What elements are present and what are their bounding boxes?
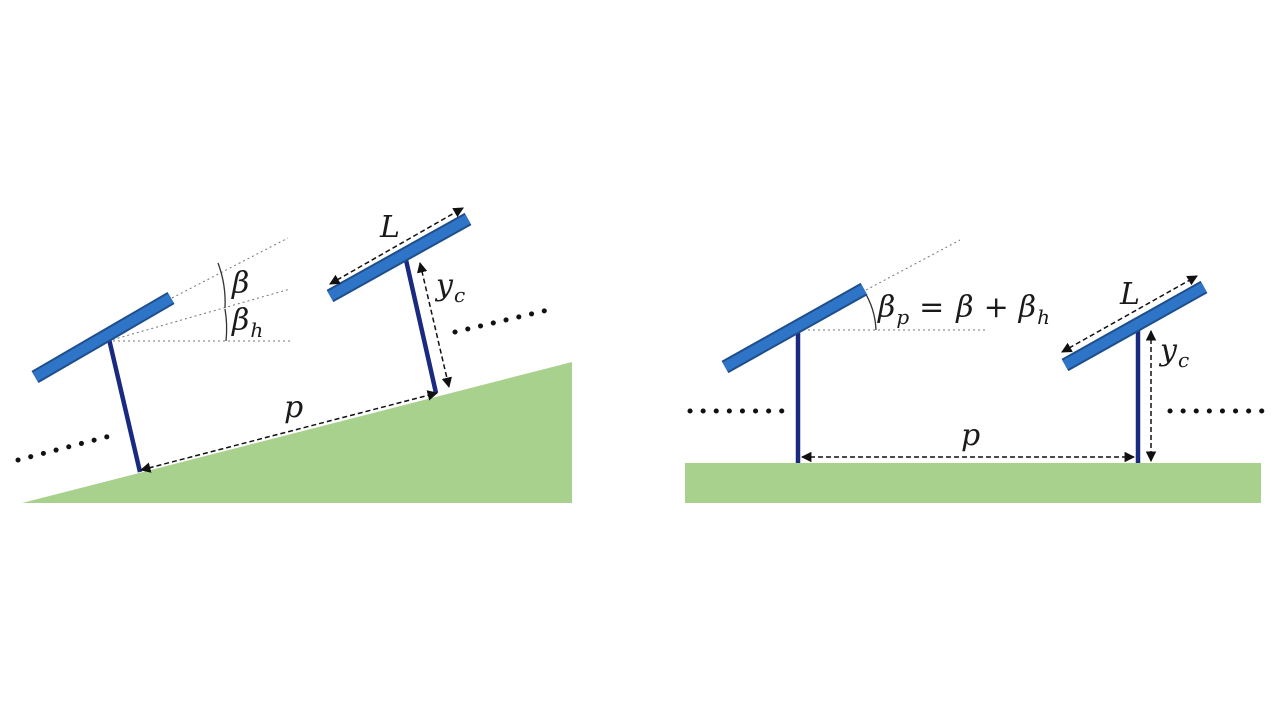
right-pitch-label: p bbox=[961, 418, 980, 453]
beta-angle-arc bbox=[217, 262, 226, 309]
left-panel-2-post bbox=[403, 259, 439, 394]
left-pitch-dimension-arrow bbox=[139, 390, 439, 473]
right-panel-plane-extension-line bbox=[865, 239, 961, 291]
flat-ground bbox=[685, 463, 1261, 503]
left-pitch-label: p bbox=[284, 390, 303, 425]
left-continuation-dots-1 bbox=[15, 433, 113, 463]
beta-label: β bbox=[231, 266, 249, 301]
beta-p-equation-label: βp=β+βh bbox=[877, 290, 1050, 329]
right-flat-diagram: βp=β+βh L yc p bbox=[685, 239, 1265, 503]
left-length-label: L bbox=[379, 210, 400, 245]
beta-p-angle-arc bbox=[863, 290, 877, 331]
panel-plane-extension-line bbox=[171, 237, 289, 299]
left-panel-1-post bbox=[106, 338, 143, 473]
left-sloped-diagram: β βh L yc p bbox=[15, 207, 572, 503]
right-length-dimension-arrow bbox=[1061, 275, 1198, 353]
left-yc-label: yc bbox=[434, 268, 465, 307]
sloped-ground bbox=[22, 362, 572, 503]
left-length-dimension-arrow bbox=[329, 207, 464, 285]
left-continuation-dots-2 bbox=[452, 307, 551, 335]
ground-slope-reference-line bbox=[107, 288, 291, 342]
beta-h-label: βh bbox=[231, 303, 263, 342]
right-yc-label: yc bbox=[1158, 333, 1189, 372]
left-yc-dimension-arrow bbox=[417, 261, 452, 389]
beta-h-angle-arc bbox=[224, 308, 228, 342]
right-length-label: L bbox=[1119, 277, 1140, 312]
